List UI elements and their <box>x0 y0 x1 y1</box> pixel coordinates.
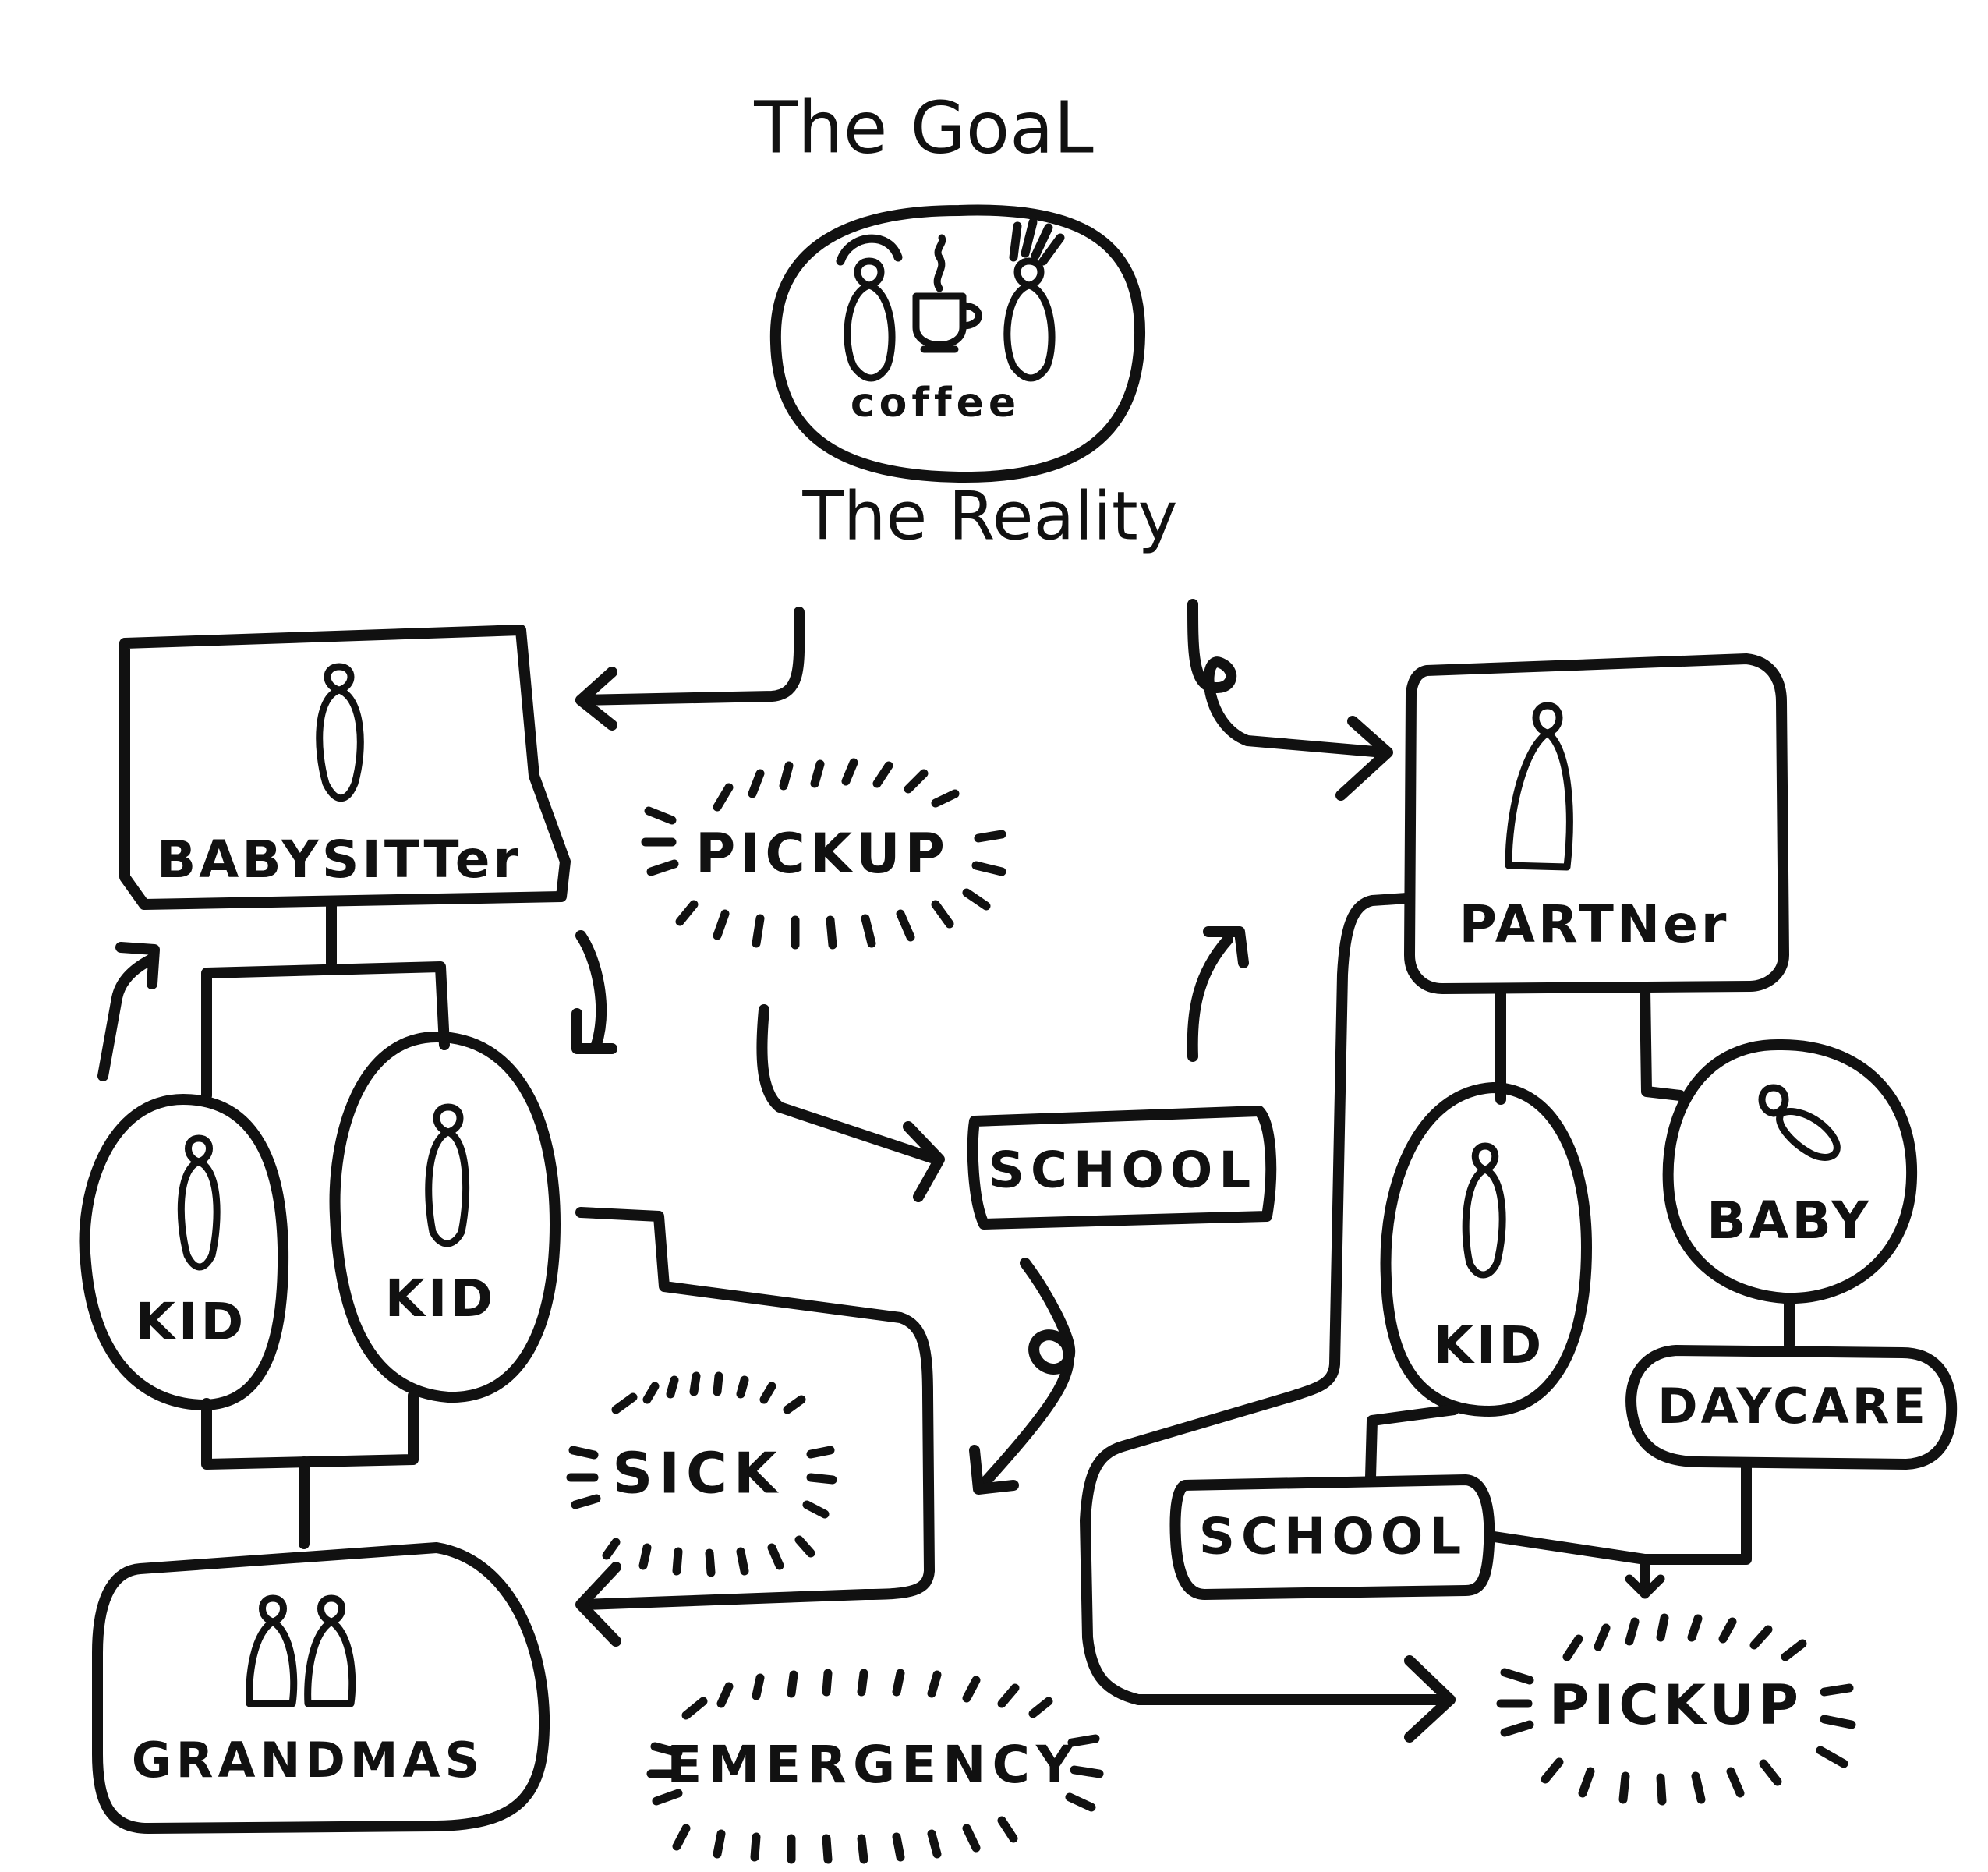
arrow-reality-to-babysitter <box>575 607 805 731</box>
pickup-right-label: PICKUP <box>1549 1673 1803 1737</box>
goal-person-left-icon <box>836 234 903 382</box>
grandmas-label: GRANDMAS <box>132 1732 484 1789</box>
daycare-label: DAYCARE <box>1657 1378 1929 1435</box>
arrow-kid-to-grandmas <box>575 1207 935 1647</box>
babysitter-person-icon <box>316 663 364 802</box>
grandma-left-icon <box>246 1594 298 1707</box>
kid-right-label: KID <box>1434 1315 1545 1375</box>
daycare-node <box>1625 1345 1958 1470</box>
kid-left-2-node <box>329 1032 561 1403</box>
babysitter-node <box>119 625 571 910</box>
partner-baby-connector <box>1640 983 1686 1101</box>
school-center-label: SCHOOL <box>989 1142 1257 1200</box>
coffee-label: coffee <box>851 380 1021 426</box>
grandmas-node <box>92 1542 550 1834</box>
kid-left-1-person-icon <box>177 1134 221 1271</box>
school-right-label: SCHOOL <box>1199 1509 1467 1566</box>
arrow-partner-to-pickup <box>1080 893 1456 1743</box>
baby-icon <box>1758 1084 1841 1161</box>
kid-left-2-label: KID <box>385 1269 497 1329</box>
partner-label: PARTNer <box>1459 894 1730 954</box>
school-right-node <box>1169 1474 1495 1600</box>
arrow-school-to-partner <box>1187 926 1249 1062</box>
arrow-babysitter-to-kid <box>571 930 617 1054</box>
emergency-label: EMERGENCY <box>667 1735 1079 1795</box>
reality-title: The Reality <box>801 477 1177 555</box>
sick-burst <box>566 1371 837 1577</box>
school-daycare-to-pickup-connector <box>1484 1459 1752 1599</box>
goal-coffee-bubble <box>769 204 1146 483</box>
sick-label: SICK <box>612 1441 783 1506</box>
coffee-cup-icon <box>912 234 982 353</box>
baby-node <box>1662 1039 1918 1304</box>
kid-right-person-icon <box>1462 1142 1506 1279</box>
kid-left-2-person-icon <box>425 1103 470 1247</box>
kid-right-node <box>1380 1082 1592 1417</box>
pickup-right-burst <box>1496 1613 1856 1806</box>
pickup-center-label: PICKUP <box>695 822 950 886</box>
kid-school-connector <box>1365 1404 1459 1483</box>
pickup-center-burst <box>641 758 1006 950</box>
arrow-pickup-to-school <box>756 1004 945 1202</box>
kid-left-1-label: KID <box>136 1292 247 1352</box>
arrow-kid-to-babysitter <box>97 942 160 1081</box>
emergency-burst <box>646 1669 1104 1864</box>
baby-label: BABY <box>1707 1191 1872 1251</box>
arrow-school-to-sick <box>969 1258 1076 1495</box>
kids-grandmas-connector <box>201 1390 419 1549</box>
babysitter-label: BABYSITTer <box>157 830 522 890</box>
goal-title: The GoaL <box>753 86 1094 169</box>
partner-person-icon <box>1505 702 1573 871</box>
goal-person-right-icon <box>1003 218 1065 382</box>
school-center-node <box>967 1106 1277 1230</box>
grandma-right-icon <box>304 1594 356 1707</box>
arrow-reality-to-partner <box>1187 599 1393 801</box>
partner-node <box>1404 653 1789 994</box>
babysitter-kids-connector <box>201 899 450 1101</box>
